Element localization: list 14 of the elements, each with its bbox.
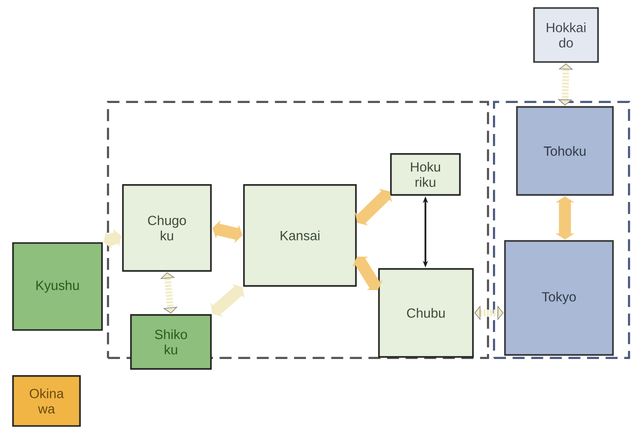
region-box: Chubu xyxy=(378,268,474,358)
dashed-region-frame xyxy=(492,100,630,360)
region-box: Shiko ku xyxy=(130,314,212,370)
dashed-region-frame xyxy=(106,100,490,360)
dotted-arrow xyxy=(160,272,178,314)
region-box: Kansai xyxy=(243,184,357,287)
region-box: Tokyo xyxy=(504,240,614,356)
region-box: Okina wa xyxy=(12,375,81,427)
region-box: Chugo ku xyxy=(122,184,212,272)
region-box: Hokkai do xyxy=(533,7,599,63)
region-box: Tohoku xyxy=(516,106,614,196)
region-box: Hoku riku xyxy=(390,153,461,196)
region-box: Kyushu xyxy=(12,242,103,331)
block-arrow xyxy=(352,256,383,290)
